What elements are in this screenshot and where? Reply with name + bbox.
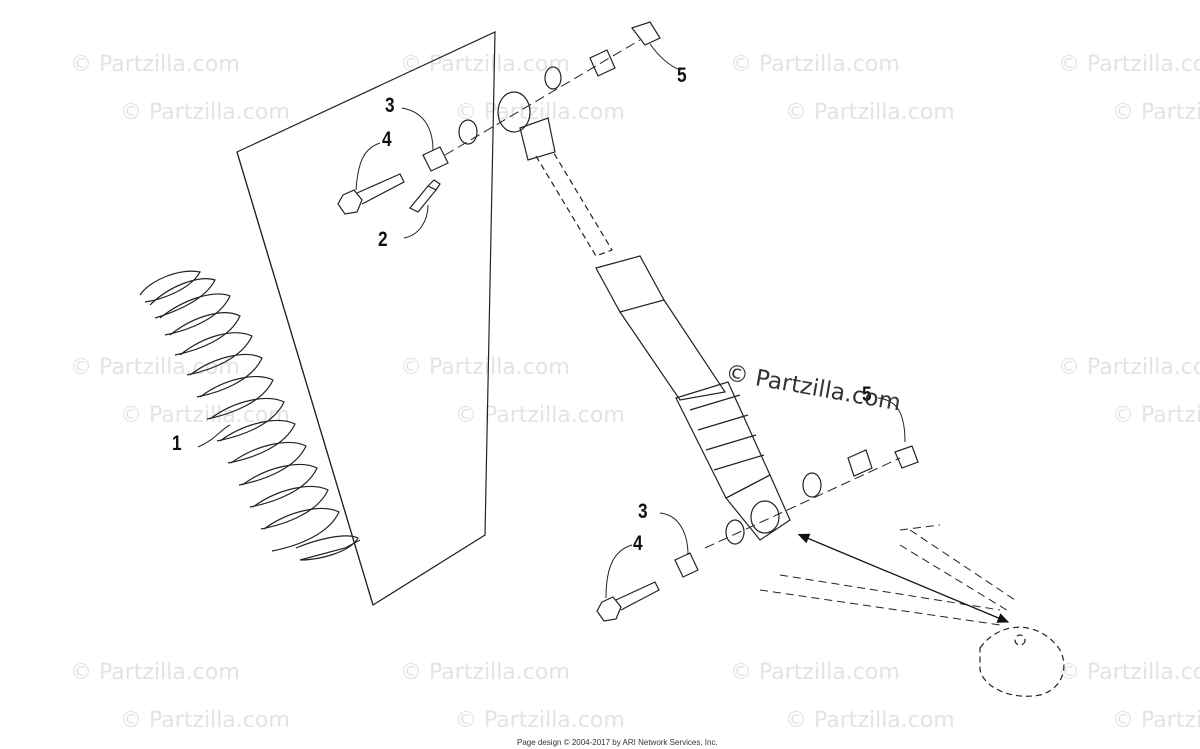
watermark-text: © Partzilla.com	[70, 52, 240, 77]
cap-nut-upper	[631, 21, 661, 46]
callout-1[interactable]: 1	[172, 432, 182, 455]
callout-2[interactable]: 2	[378, 228, 388, 251]
cap-nut-lower	[894, 445, 919, 469]
watermark-text: © Partzilla.com	[120, 403, 290, 428]
bolt-upper	[337, 173, 405, 215]
bushing-lower-right	[847, 449, 873, 477]
bushing-upper	[422, 146, 449, 172]
callout-3-lower[interactable]: 3	[638, 500, 648, 523]
watermark-text: © Partzilla.com	[400, 660, 570, 685]
callout-4-upper[interactable]: 4	[382, 128, 392, 151]
shock-absorber	[497, 91, 791, 541]
watermark-text: © Partzilla.com	[785, 100, 955, 125]
watermark-text: © Partzilla.com	[400, 355, 570, 380]
callout-4-lower[interactable]: 4	[633, 532, 643, 555]
washer-lower-right	[802, 472, 822, 498]
watermark-text: © Partzilla.com	[1058, 355, 1200, 380]
watermark-text: © Partzilla.com	[455, 403, 625, 428]
sleeve-pin	[409, 179, 441, 213]
watermark-text: © Partzilla.com	[1112, 403, 1200, 428]
washer-lower-left	[725, 519, 745, 545]
measurement-arrow	[797, 533, 1010, 623]
bushing-upper-right	[589, 49, 616, 77]
a-arm-reference	[759, 524, 1016, 626]
watermark-text: © Partzilla.com	[1112, 708, 1200, 733]
washer-upper	[458, 119, 478, 145]
watermark-text: © Partzilla.com	[785, 708, 955, 733]
watermark-text: © Partzilla.com	[455, 708, 625, 733]
callout-5-lower[interactable]: 5	[862, 383, 872, 406]
bushing-lower	[674, 552, 699, 578]
coil-spring	[139, 270, 361, 561]
watermark-text: © Partzilla.com	[400, 52, 570, 77]
watermark-text: © Partzilla.com	[1058, 660, 1200, 685]
bolt-lower	[596, 581, 660, 622]
watermark-text: © Partzilla.com	[120, 100, 290, 125]
watermark-text: © Partzilla.com	[730, 52, 900, 77]
callout-5-upper[interactable]: 5	[677, 64, 687, 87]
watermark-text: © Partzilla.com	[70, 660, 240, 685]
callout-3-upper[interactable]: 3	[385, 94, 395, 117]
footer-copyright: Page design © 2004-2017 by ARI Network S…	[517, 738, 718, 747]
watermark-text: © Partzilla.com	[120, 708, 290, 733]
watermark-text: © Partzilla.com	[1058, 52, 1200, 77]
watermark-text: © Partzilla.com	[1112, 100, 1200, 125]
watermark-text: © Partzilla.com	[730, 660, 900, 685]
washer-upper-right	[544, 66, 562, 90]
spring-group-box	[236, 31, 496, 606]
a-arm-mount	[979, 626, 1065, 697]
